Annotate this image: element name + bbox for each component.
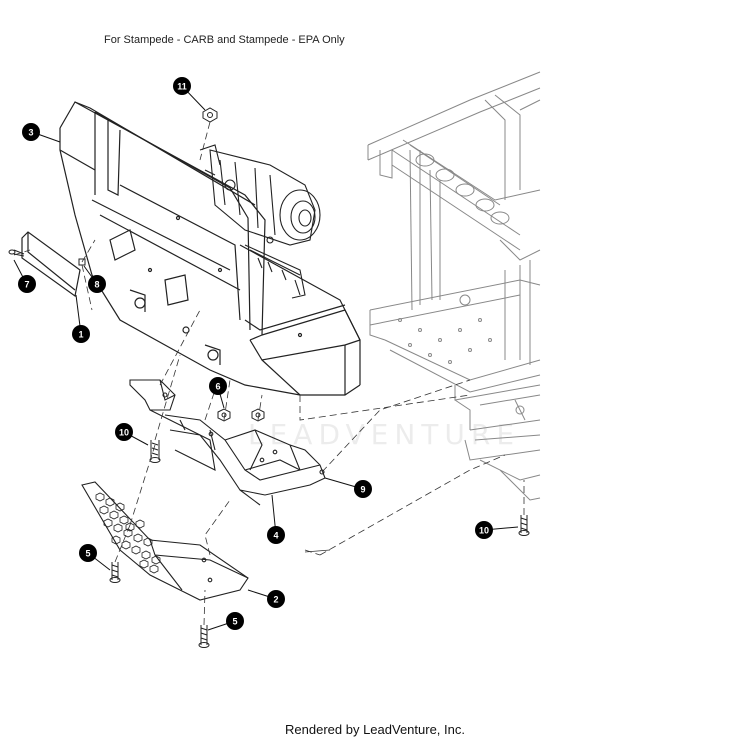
callout-4-label: 4 [273, 531, 278, 541]
diagram-header-note: For Stampede - CARB and Stampede - EPA O… [104, 34, 345, 46]
callout-6[interactable]: 6 [209, 377, 227, 395]
assembly-lines [13, 121, 525, 626]
bolt-5-bottom [198, 625, 210, 648]
callout-5-left[interactable]: 5 [79, 544, 97, 562]
callout-5-bottom-label: 5 [232, 617, 237, 627]
bumper-bracket-4 [164, 414, 326, 506]
license-plate [21, 231, 81, 298]
footer-credit: Rendered by LeadVenture, Inc. [285, 722, 465, 737]
callout-5-bottom[interactable]: 5 [226, 612, 244, 630]
vehicle-frame [367, 71, 541, 501]
callout-1-label: 1 [78, 330, 83, 340]
callout-7[interactable]: 7 [18, 275, 36, 293]
callout-10-right-label: 10 [479, 526, 489, 536]
winch [199, 144, 321, 246]
callout-3-label: 3 [28, 128, 33, 138]
callout-6-label: 6 [215, 382, 220, 392]
bolt-10-left [149, 440, 161, 463]
winch-mount-plate [244, 244, 306, 299]
callout-4[interactable]: 4 [267, 526, 285, 544]
callout-7-label: 7 [24, 280, 29, 290]
callout-9-label: 9 [360, 485, 365, 495]
nuts-6 [217, 408, 265, 422]
nut-11 [202, 107, 218, 123]
mount-bracket-left [129, 379, 216, 471]
callout-8[interactable]: 8 [88, 275, 106, 293]
callout-9[interactable]: 9 [354, 480, 372, 498]
skid-plate-2 [81, 481, 249, 601]
callout-10-left[interactable]: 10 [115, 423, 133, 441]
callout-1[interactable]: 1 [72, 325, 90, 343]
callout-2-label: 2 [273, 595, 278, 605]
callout-11[interactable]: 11 [173, 77, 191, 95]
bolt-10-right [518, 515, 530, 536]
callout-8-label: 8 [94, 280, 99, 290]
callout-11-label: 11 [177, 82, 187, 92]
callout-2[interactable]: 2 [267, 590, 285, 608]
front-bumper [59, 101, 361, 396]
callout-10-right[interactable]: 10 [475, 521, 493, 539]
callout-3[interactable]: 3 [22, 123, 40, 141]
callout-10-left-label: 10 [119, 428, 129, 438]
callout-5-left-label: 5 [85, 549, 90, 559]
bolt-5-left [109, 562, 121, 583]
